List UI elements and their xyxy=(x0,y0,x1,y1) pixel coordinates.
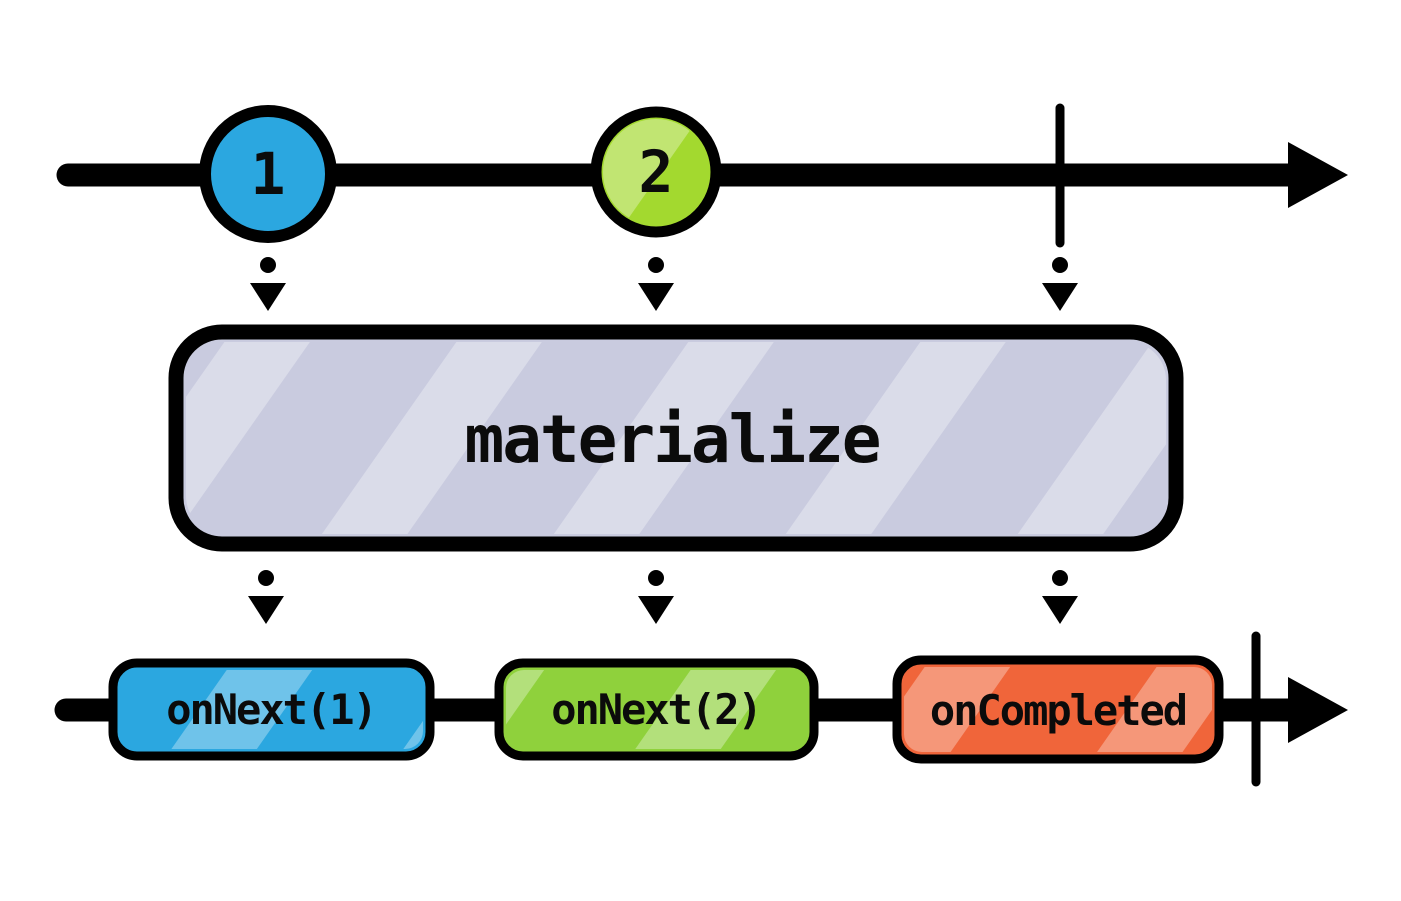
source-marble-2-label: 2 xyxy=(639,138,674,206)
arrowhead xyxy=(250,283,286,311)
operator-box-gloss xyxy=(186,342,1166,534)
notification-onnext-2-gloss xyxy=(506,670,807,749)
dot xyxy=(1052,257,1068,273)
notification-oncompleted-label: onCompleted xyxy=(930,686,1186,735)
dot xyxy=(648,257,664,273)
source-marble-2-gloss xyxy=(603,119,709,225)
output-arrows xyxy=(248,570,1078,624)
source-marble-1-label: 1 xyxy=(251,140,286,208)
input-arrows xyxy=(250,257,1078,311)
notification-onnext-1-gloss xyxy=(120,670,423,749)
notification-onnext-2: onNext(2) xyxy=(494,658,819,761)
notification-onnext-2-label: onNext(2) xyxy=(551,685,761,734)
dot xyxy=(648,570,664,586)
input-down-arrow-icon-2 xyxy=(638,257,674,311)
source-marble-1-gloss xyxy=(212,118,324,230)
arrowhead xyxy=(638,283,674,311)
notification-oncompleted: onCompleted xyxy=(892,655,1224,764)
notification-onnext-1-label: onNext(1) xyxy=(166,685,376,734)
source-marble-2: 2 xyxy=(590,106,722,238)
input-down-arrow-icon-3 xyxy=(1042,257,1078,311)
input-down-arrow-icon-1 xyxy=(250,257,286,311)
dot xyxy=(258,570,274,586)
source-timeline: 1 2 xyxy=(56,103,1348,248)
output-timeline: onNext(1) onNext(2) onCompleted xyxy=(54,631,1348,787)
output-timeline-arrowhead-icon xyxy=(1288,677,1348,743)
arrowhead xyxy=(1042,283,1078,311)
arrowhead xyxy=(1042,596,1078,624)
operator-box: materialize xyxy=(168,324,1184,552)
output-down-arrow-icon-2 xyxy=(638,570,674,624)
dot xyxy=(260,257,276,273)
dot xyxy=(1052,570,1068,586)
source-timeline-arrowhead-icon xyxy=(1288,142,1348,208)
output-down-arrow-icon-3 xyxy=(1042,570,1078,624)
notification-onnext-1: onNext(1) xyxy=(108,658,435,761)
arrowhead xyxy=(638,596,674,624)
arrowhead xyxy=(248,596,284,624)
operator-label: materialize xyxy=(464,401,879,478)
output-down-arrow-icon-1 xyxy=(248,570,284,624)
notification-oncompleted-gloss xyxy=(904,667,1212,752)
source-marble-1: 1 xyxy=(199,105,337,243)
